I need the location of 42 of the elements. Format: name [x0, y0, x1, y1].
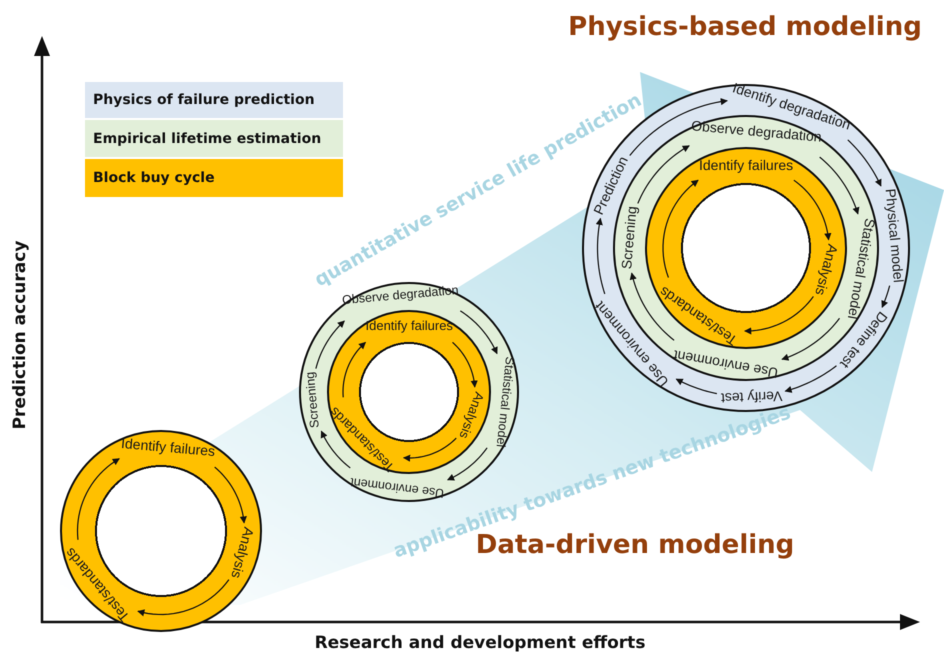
cycle-arrow — [596, 218, 606, 294]
cycle-arrow — [630, 272, 674, 341]
cycle-arrow — [447, 447, 488, 480]
cycle-arrow — [315, 320, 345, 369]
cycle-arrow — [402, 438, 457, 462]
legend-label: Empirical lifetime estimation — [93, 130, 322, 146]
cycle-step: Identify failures — [699, 158, 794, 173]
cycle-arrow — [744, 296, 814, 335]
cycle-step: Identify failures — [366, 319, 453, 334]
cycle-arrow — [460, 310, 498, 354]
legend-label: Block buy cycle — [93, 170, 215, 186]
cycle-arrow — [629, 98, 728, 156]
cycle-step: Statistical model — [492, 356, 516, 448]
cycle-arrow — [76, 458, 120, 540]
cycle-arrow — [320, 430, 351, 468]
cycle-step: Analysis — [812, 242, 840, 297]
cycle-step: Screening — [304, 372, 323, 429]
legend-label: Physics of failure prediction — [93, 92, 315, 108]
cycle-step: Physical model — [882, 188, 906, 283]
axis-title: Prediction accuracy — [10, 240, 30, 430]
heading: Physics-based modeling — [568, 12, 922, 42]
cycle-arrow — [452, 342, 478, 388]
cycle-arrow — [137, 579, 230, 616]
cycle-arrow — [662, 180, 699, 278]
cycle-arrow — [342, 342, 366, 398]
cycle-step: Observe degradation — [342, 284, 460, 308]
cycle-step: Verify test — [720, 388, 782, 406]
cycle-arrow — [881, 285, 890, 308]
cycle-arrow — [784, 365, 837, 393]
cycle-arrow — [637, 145, 690, 204]
cycle-step: Use environment — [349, 474, 445, 500]
cycle-step: Analysis — [228, 526, 256, 580]
cycle-arrow — [819, 156, 860, 215]
cycle-arrow — [214, 466, 247, 524]
cycle-arrow — [781, 318, 840, 361]
cycle-step: Identify failures — [120, 436, 216, 460]
axis-title: Research and development efforts — [314, 633, 646, 653]
cycle-step: Use environment — [672, 346, 780, 380]
cycle-ring — [327, 310, 491, 474]
cycle-arrow — [794, 180, 832, 240]
cycle-arrow — [676, 378, 717, 394]
cycle-arrow — [847, 139, 882, 187]
